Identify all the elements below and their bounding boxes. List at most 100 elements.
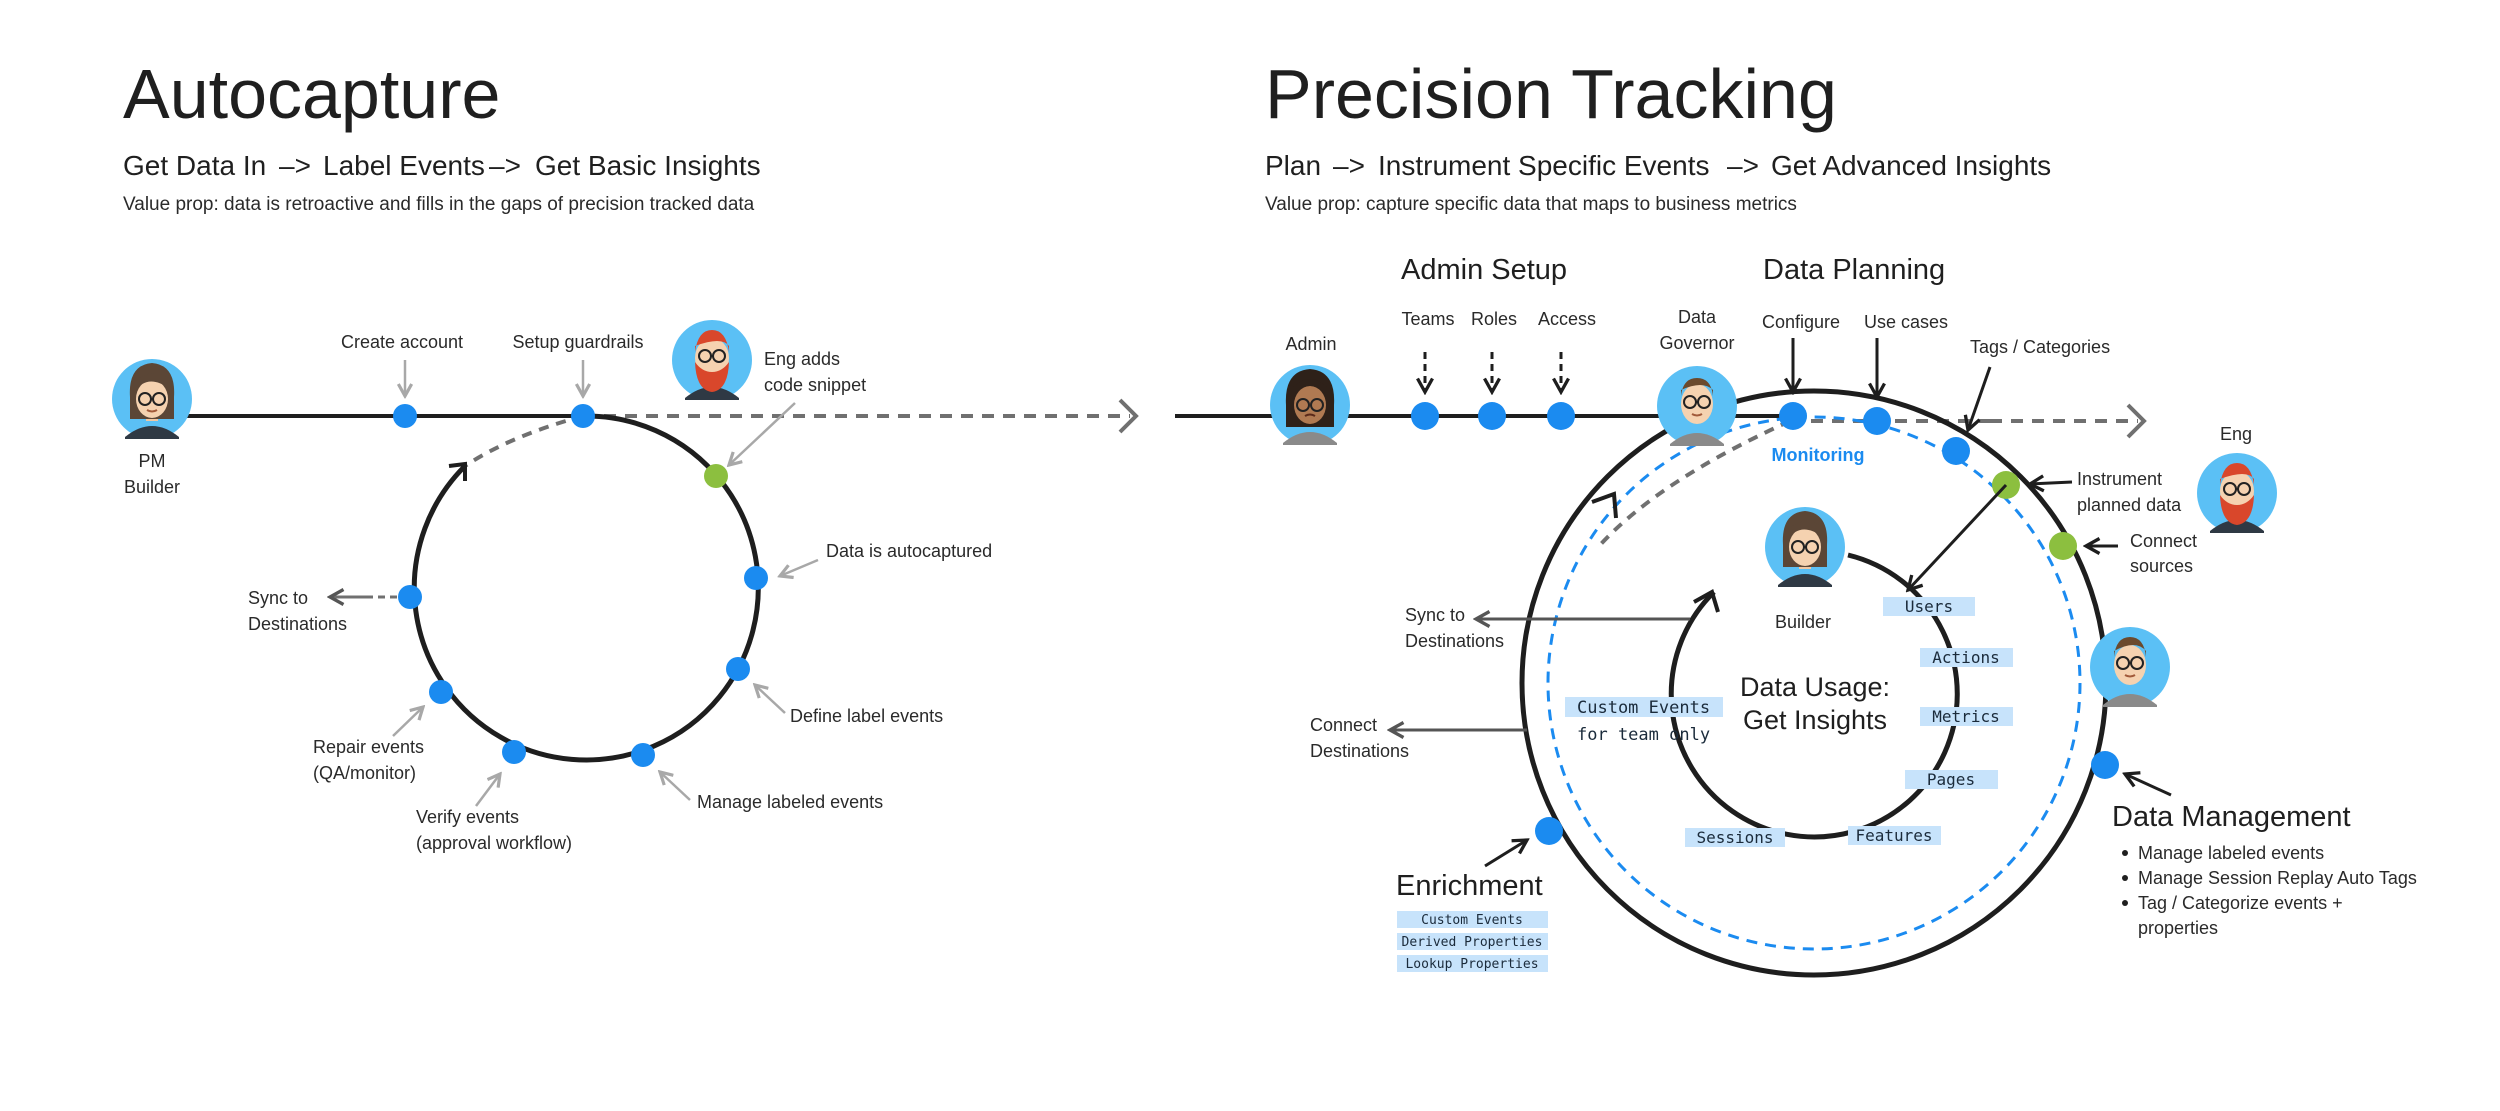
precision-flow: Plan –> Instrument Specific Events –> Ge… — [1265, 150, 2051, 181]
arrow-eng-snippet — [729, 402, 796, 465]
data-management-title: Data Management — [2112, 801, 2351, 833]
enrichment-tag-lookup-properties: Lookup Properties — [1405, 957, 1538, 972]
label-sync-dest-1: Sync to — [1405, 605, 1465, 625]
autocapture-flow: Get Data In –> Label Events –> Get Basic… — [123, 150, 761, 181]
arrow-manage-labeled — [660, 772, 691, 801]
tag-pages: Pages — [1927, 770, 1975, 789]
tag-sessions: Sessions — [1696, 828, 1773, 847]
label-sync-destinations-2: Destinations — [248, 614, 347, 634]
node-repair-events — [429, 680, 453, 704]
avatar-data-manager — [2090, 627, 2170, 707]
dm-bullet-1: Manage labeled events — [2138, 843, 2324, 863]
avatar-admin — [1270, 365, 1350, 445]
label-instrument-planned-1: Instrument — [2077, 469, 2162, 489]
label-data-governor-1: Data — [1678, 307, 1717, 327]
label-define-label: Define label events — [790, 706, 943, 726]
outer-dashed-connector — [1598, 419, 1791, 547]
dm-bullet-3: Tag / Categorize events + — [2138, 893, 2343, 913]
avatar-data-governor — [1657, 366, 1737, 446]
label-eng-snippet-2: code snippet — [764, 375, 866, 395]
label-connect-dest-2: Destinations — [1310, 741, 1409, 761]
arrow-enrichment — [1484, 840, 1527, 868]
label-eng: Eng — [2220, 424, 2252, 444]
avatar-pm-builder — [112, 359, 192, 439]
enrichment-tag-custom-events: Custom Events — [1421, 913, 1523, 928]
node-eng-snippet — [704, 464, 728, 488]
node-roles — [1478, 402, 1506, 430]
tag-custom-events-team-bg — [1565, 697, 1723, 717]
flow-step-basic-insights: Get Basic Insights — [535, 150, 761, 181]
monitoring-ring — [1546, 415, 2082, 951]
label-roles: Roles — [1471, 309, 1517, 329]
arrow-data-management — [2125, 774, 2172, 797]
label-tags-categories: Tags / Categories — [1970, 337, 2110, 357]
label-verify-events-2: (approval workflow) — [416, 833, 572, 853]
label-teams: Teams — [1401, 309, 1454, 329]
label-connect-sources-1: Connect — [2130, 531, 2197, 551]
autocapture-title: Autocapture — [123, 55, 500, 133]
precision-section: Precision Tracking Plan –> Instrument Sp… — [1175, 55, 2417, 978]
flow-arrow: –> — [1333, 150, 1365, 181]
dm-bullet-2: Manage Session Replay Auto Tags — [2138, 868, 2417, 888]
flow-step-instrument: Instrument Specific Events — [1378, 150, 1709, 181]
label-builder: Builder — [124, 477, 180, 497]
flow-step-plan: Plan — [1265, 150, 1321, 181]
arrow-instrument-to-users — [1908, 483, 2008, 590]
arrow-tags-categories — [1968, 366, 1992, 430]
label-create-account: Create account — [341, 332, 463, 352]
label-sync-destinations-1: Sync to — [248, 588, 308, 608]
data-usage-title-2: Get Insights — [1743, 705, 1887, 735]
tag-custom-events-team-sub: for team only — [1577, 725, 1710, 745]
heading-admin-setup: Admin Setup — [1401, 254, 1567, 286]
node-data-autocaptured — [744, 566, 768, 590]
tag-users: Users — [1905, 597, 1953, 616]
node-define-label — [726, 657, 750, 681]
label-pm: PM — [139, 451, 166, 471]
label-manage-labeled: Manage labeled events — [697, 792, 883, 812]
label-setup-guardrails: Setup guardrails — [512, 332, 643, 352]
label-monitoring: Monitoring — [1772, 445, 1865, 465]
node-data-management — [2091, 751, 2119, 779]
flow-arrow: –> — [1727, 150, 1759, 181]
node-manage-labeled — [631, 743, 655, 767]
precision-timeline-end-arrow — [2126, 403, 2147, 439]
avatar-eng — [672, 320, 752, 400]
avatar-eng-precision — [2197, 453, 2277, 533]
precision-title: Precision Tracking — [1265, 55, 1837, 133]
enrichment-title: Enrichment — [1396, 870, 1543, 902]
label-instrument-planned-2: planned data — [2077, 495, 2182, 515]
label-builder-precision: Builder — [1775, 612, 1831, 632]
avatar-builder — [1765, 507, 1845, 587]
tag-features: Features — [1855, 826, 1932, 845]
label-use-cases: Use cases — [1864, 312, 1948, 332]
label-data-autocaptured: Data is autocaptured — [826, 541, 992, 561]
enrichment-block: Enrichment Custom Events Derived Propert… — [1396, 870, 1548, 972]
node-tags-categories — [1942, 437, 1970, 465]
autocapture-section: Autocapture Get Data In –> Label Events … — [112, 55, 1139, 853]
enrichment-tag-derived-properties: Derived Properties — [1402, 935, 1543, 950]
cycle-dashed-connector — [463, 414, 584, 468]
flow-arrow: –> — [279, 150, 311, 181]
label-connect-dest-1: Connect — [1310, 715, 1377, 735]
label-admin: Admin — [1285, 334, 1336, 354]
dm-bullet-3-cont: properties — [2138, 918, 2218, 938]
flow-step-label-events: Label Events — [323, 150, 485, 181]
label-eng-snippet-1: Eng adds — [764, 349, 840, 369]
node-configure — [1779, 402, 1807, 430]
arrow-define-label — [755, 685, 786, 714]
node-enrichment — [1535, 817, 1563, 845]
node-verify-events — [502, 740, 526, 764]
node-use-cases — [1863, 407, 1891, 435]
cycle-return-arrow — [448, 461, 467, 481]
arrow-data-autocaptured — [780, 558, 819, 576]
label-data-governor-2: Governor — [1659, 333, 1734, 353]
arrow-repair-events — [392, 707, 423, 737]
flow-arrow: –> — [489, 150, 521, 181]
label-repair-events-2: (QA/monitor) — [313, 763, 416, 783]
precision-value-prop: Value prop: capture specific data that m… — [1265, 194, 1797, 215]
node-create-account — [393, 404, 417, 428]
label-connect-sources-2: sources — [2130, 556, 2193, 576]
node-sync-destinations — [398, 585, 422, 609]
usage-tags: Users Actions Metrics Pages Features Ses… — [1685, 597, 2013, 847]
